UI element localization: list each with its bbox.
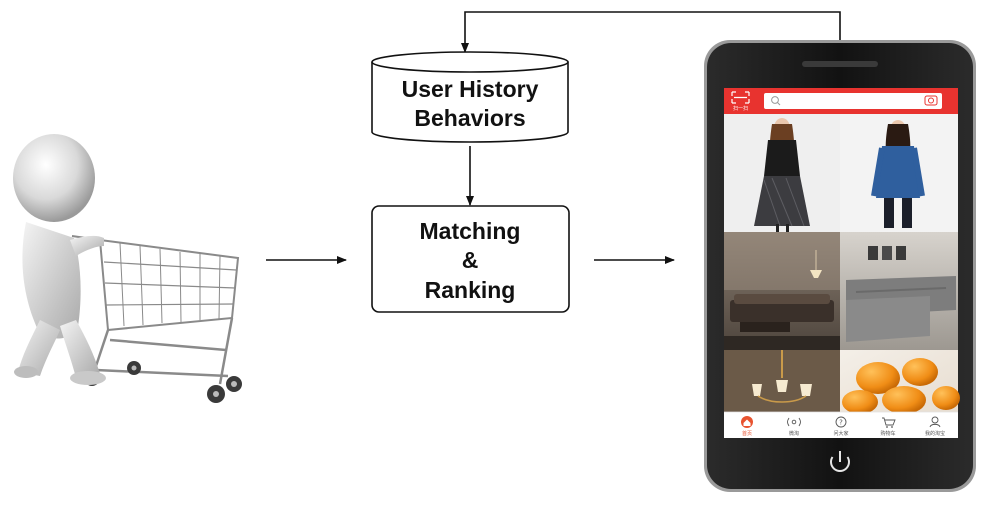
- phone-speaker: [802, 61, 878, 67]
- tab-cart-label: 购物车: [880, 430, 895, 437]
- cart-wheels: [84, 361, 242, 403]
- shopper-with-cart-illustration: [13, 134, 242, 403]
- tab-weitao-label: 微淘: [789, 430, 799, 437]
- matching-ranking-node: Matching & Ranking: [371, 205, 570, 313]
- tab-weitao[interactable]: 微淘: [787, 417, 801, 437]
- search-input[interactable]: [764, 93, 942, 109]
- matching-ranking-label-line3: Ranking: [425, 277, 516, 303]
- matching-ranking-label-line2: &: [462, 247, 479, 273]
- tab-ask-label: 问大家: [833, 430, 848, 437]
- scan-label: 扫一扫: [733, 105, 748, 112]
- tab-bar: [724, 412, 958, 438]
- tab-home[interactable]: 首页: [741, 416, 753, 437]
- question-icon: ?: [835, 416, 847, 428]
- tab-cart[interactable]: 购物车: [880, 417, 896, 437]
- feed-item-living-room[interactable]: [724, 232, 840, 350]
- cart-icon: [882, 417, 896, 428]
- product-feed-grid: [724, 114, 960, 414]
- user-history-label-line1: User History: [402, 76, 539, 102]
- feed-item-grey-sofa[interactable]: [840, 232, 958, 350]
- shopping-cart-icon: [71, 235, 240, 385]
- profile-icon: [929, 416, 941, 428]
- shopper-person: [13, 134, 106, 385]
- tab-ask[interactable]: ? 问大家: [833, 416, 849, 437]
- tab-profile[interactable]: 我的淘宝: [925, 416, 945, 437]
- scan-icon: [731, 91, 750, 104]
- user-history-label-line2: Behaviors: [414, 105, 525, 131]
- tab-home-label: 首页: [742, 430, 752, 437]
- smartphone-illustration: 扫一扫: [704, 40, 976, 492]
- feed-item-loquat-fruit[interactable]: [840, 350, 960, 414]
- user-history-node: User History Behaviors: [371, 51, 569, 143]
- svg-text:?: ?: [839, 419, 843, 427]
- search-icon: [771, 96, 781, 106]
- broadcast-icon: [787, 417, 801, 427]
- power-button[interactable]: [830, 451, 850, 472]
- scan-button[interactable]: 扫一扫: [731, 91, 750, 112]
- feed-item-woman-blue-sweater[interactable]: [840, 114, 958, 232]
- feed-item-woman-black-dress[interactable]: [724, 114, 840, 232]
- matching-ranking-label-line1: Matching: [420, 218, 521, 244]
- feed-item-chandelier[interactable]: [724, 350, 840, 412]
- arrow-phone-to-history: [461, 11, 841, 53]
- tab-profile-label: 我的淘宝: [925, 430, 945, 437]
- camera-icon[interactable]: [924, 95, 938, 106]
